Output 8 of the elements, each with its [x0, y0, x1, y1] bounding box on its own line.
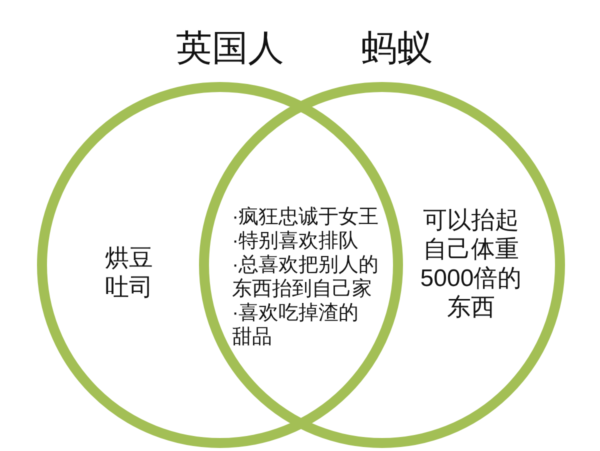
list-item: ·喜欢吃掉渣的甜品: [232, 301, 360, 349]
set-description: 烘豆吐司: [105, 244, 154, 302]
set-title: 英国人: [176, 27, 284, 69]
set-title: 蚂蚁: [361, 27, 433, 69]
list-item: ·特别喜欢排队: [232, 229, 360, 253]
list-item: ·疯狂忠诚于女王: [232, 205, 380, 229]
set-description: 可以抬起自己体重5000倍的东西: [419, 206, 523, 322]
list-item: ·总喜欢把别人的东西抬到自己家: [232, 253, 380, 301]
